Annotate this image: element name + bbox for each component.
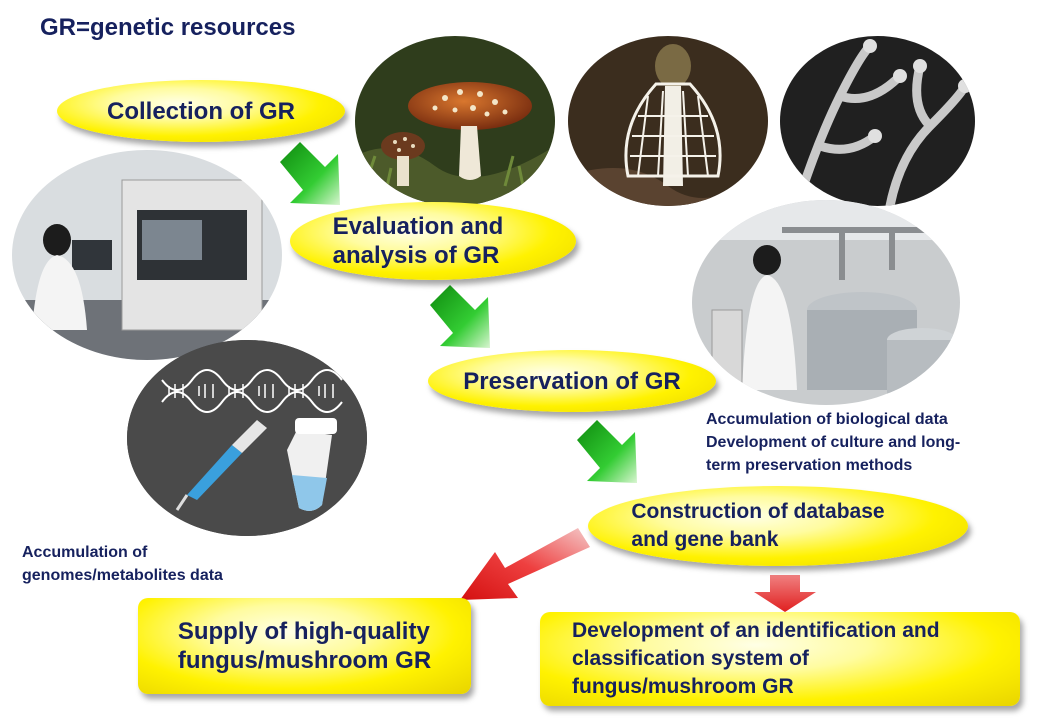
fly-agaric-photo: [355, 36, 555, 206]
development-label-line2: classification system of: [572, 647, 809, 670]
cryo-storage-photo: [692, 200, 960, 405]
biological-data-note: Accumulation of biological data Developm…: [706, 408, 960, 477]
construction-node: Construction of database and gene bank: [588, 486, 968, 566]
green-arrow-3: [577, 420, 637, 483]
construction-label-line2: and gene bank: [631, 528, 779, 551]
supply-label-line2: fungus/mushroom GR: [177, 647, 432, 674]
collection-node: Collection of GR: [57, 80, 345, 142]
genomes-data-note: Accumulation of genomes/metabolites data: [22, 541, 223, 587]
development-label-line1: Development of an identification and: [572, 619, 940, 642]
dna-pipette-illustration: [127, 340, 367, 536]
development-label-line3: fungus/mushroom GR: [572, 675, 794, 698]
biological-note-line1: Accumulation of biological data: [706, 411, 948, 428]
evaluation-label-line1: Evaluation and: [332, 213, 504, 240]
evaluation-label-line2: analysis of GR: [332, 242, 500, 269]
hyphae-photo: [780, 36, 975, 206]
construction-label-line1: Construction of database: [631, 500, 885, 523]
green-arrow-2: [430, 285, 490, 348]
biological-note-line3: term preservation methods: [706, 457, 913, 474]
legend-text: GR=genetic resources: [40, 14, 296, 41]
supply-label-line1: Supply of high-quality: [177, 618, 430, 645]
collection-label: Collection of GR: [107, 97, 295, 125]
supply-box: Supply of high-quality fungus/mushroom G…: [138, 598, 471, 694]
development-box: Development of an identification and cla…: [540, 612, 1020, 706]
green-arrow-1: [280, 142, 340, 205]
genomes-note-line1: Accumulation of: [22, 544, 148, 561]
evaluation-node: Evaluation and analysis of GR: [290, 202, 576, 280]
preservation-node: Preservation of GR: [428, 350, 716, 412]
red-arrow-supply: [460, 528, 590, 600]
preservation-label: Preservation of GR: [463, 367, 681, 395]
red-arrow-development: [754, 575, 816, 612]
biological-note-line2: Development of culture and long-: [706, 434, 961, 451]
genomes-note-line2: genomes/metabolites data: [22, 567, 223, 584]
